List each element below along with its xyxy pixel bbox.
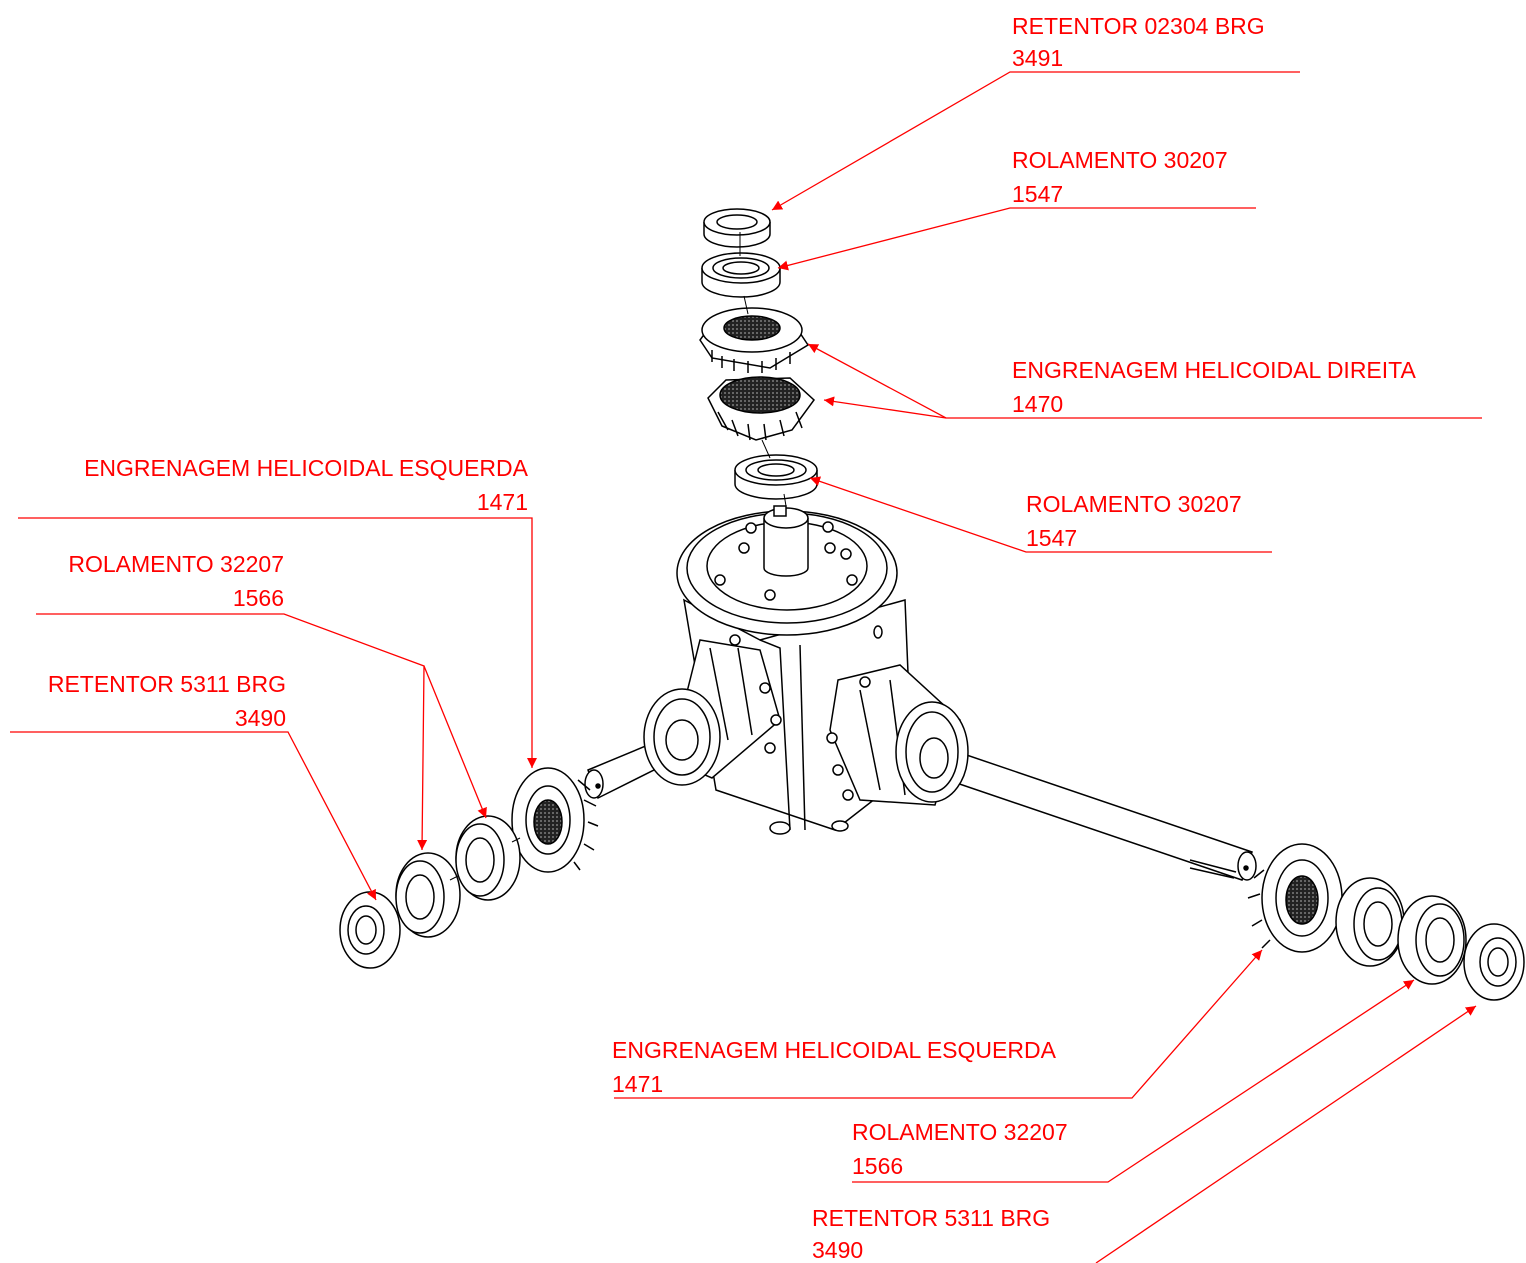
label-left-bearing-name: ROLAMENTO 32207: [68, 551, 284, 577]
label-bottom-bearing-name: ROLAMENTO 32207: [852, 1119, 1068, 1145]
label-bottom-seal-code: 3490: [812, 1237, 863, 1263]
leader-top-bearing-lower: [809, 476, 1272, 553]
top-gear-lower-part: [707, 376, 816, 441]
left-bearing-housing: [643, 634, 782, 786]
callout-labels: RETENTOR 02304 BRG 3491 ROLAMENTO 30207 …: [48, 13, 1417, 1263]
label-top-bearing-lower-code: 1547: [1026, 525, 1077, 551]
label-right-gear-code: 1470: [1012, 391, 1063, 417]
gearbox-assembly-drawing: [339, 208, 1525, 1001]
left-bearing-outer-part: [455, 815, 521, 901]
top-bearing-upper-part: [701, 252, 781, 298]
label-bottom-seal-name: RETENTOR 5311 BRG: [812, 1205, 1050, 1231]
leader-left-bearing-2: [423, 665, 487, 819]
label-left-gear-code: 1471: [477, 489, 528, 515]
bottom-gear-part: [1247, 843, 1343, 953]
leader-left-bearing-1: [36, 613, 428, 851]
left-seal-part: [339, 891, 401, 969]
right-bearing-housing: [826, 664, 969, 806]
leader-top-bearing-upper: [777, 207, 1256, 271]
label-left-seal-code: 3490: [235, 705, 286, 731]
bottom-seal-part: [1463, 923, 1525, 1001]
label-left-bearing-code: 1566: [233, 585, 284, 611]
top-gear-upper-part: [699, 307, 810, 373]
label-top-bearing-lower-name: ROLAMENTO 30207: [1026, 491, 1242, 517]
label-left-seal-name: RETENTOR 5311 BRG: [48, 671, 286, 697]
input-shaft: [763, 505, 809, 577]
leader-top-seal: [771, 71, 1300, 211]
label-bottom-gear-name: ENGRENAGEM HELICOIDAL ESQUERDA: [612, 1037, 1057, 1063]
leader-bottom-gear: [614, 949, 1263, 1099]
label-right-gear-name: ENGRENAGEM HELICOIDAL DIREITA: [1012, 357, 1417, 383]
leader-right-gear-2: [823, 396, 947, 419]
left-bearing-inner-part: [395, 852, 461, 938]
label-top-bearing-upper-name: ROLAMENTO 30207: [1012, 147, 1228, 173]
label-bottom-gear-code: 1471: [612, 1071, 663, 1097]
callout-leaders: [10, 71, 1482, 1263]
label-top-seal-code: 3491: [1012, 45, 1063, 71]
label-bottom-bearing-code: 1566: [852, 1153, 903, 1179]
leader-left-gear: [18, 517, 537, 768]
left-gear-part: [511, 767, 599, 873]
bottom-bearing-inner-part: [1397, 895, 1467, 985]
bottom-bearing-outer-part: [1335, 877, 1405, 967]
leader-bottom-seal: [1095, 1005, 1477, 1263]
top-seal-part: [703, 208, 771, 248]
top-bearing-lower-part: [734, 454, 818, 500]
leader-bottom-bearing: [852, 979, 1415, 1183]
label-left-gear-name: ENGRENAGEM HELICOIDAL ESQUERDA: [84, 455, 529, 481]
leader-left-seal: [10, 731, 377, 901]
right-output-shaft: [935, 747, 1257, 881]
label-top-bearing-upper-code: 1547: [1012, 181, 1063, 207]
label-top-seal-name: RETENTOR 02304 BRG: [1012, 13, 1265, 39]
